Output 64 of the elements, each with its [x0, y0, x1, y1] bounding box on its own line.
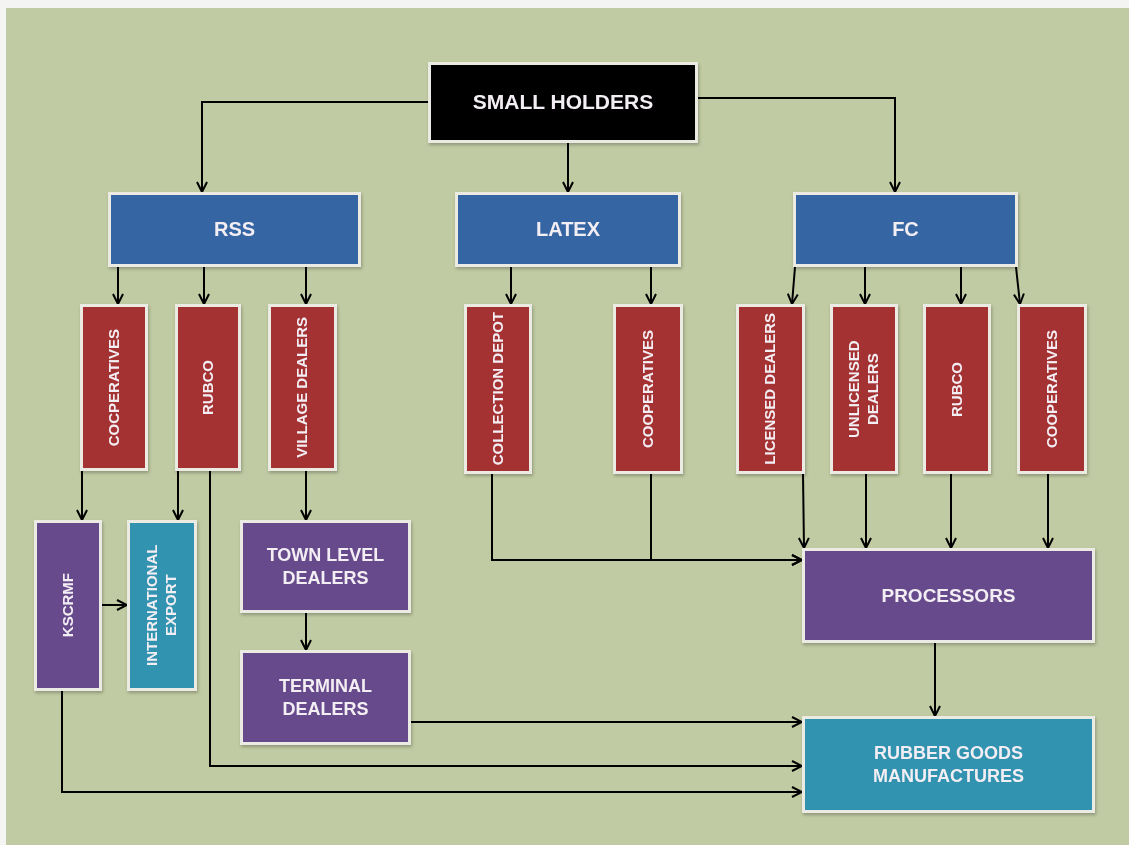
box-label: COOPERATIVES — [638, 329, 657, 449]
box-label: UNLICENSED DEALERS — [845, 339, 882, 440]
arrow — [1012, 266, 1025, 305]
process-box — [736, 304, 805, 474]
arrow — [786, 266, 799, 305]
arrow — [645, 266, 657, 305]
box-label: LATEX — [535, 217, 601, 242]
arrow — [505, 266, 517, 305]
box-label: RUBCO — [947, 361, 966, 417]
arrow — [300, 612, 312, 651]
process-box — [80, 304, 148, 471]
box-label: INTERNATIONAL EXPORT — [143, 543, 180, 669]
process-box — [240, 520, 411, 613]
arrow — [797, 473, 810, 549]
arrow — [650, 473, 803, 566]
arrow — [697, 97, 901, 193]
arrow — [955, 266, 967, 305]
arrow — [860, 473, 872, 549]
box-label: VILLAGE DEALERS — [293, 317, 312, 458]
arrow — [300, 470, 312, 521]
box-label: RUBCO — [198, 360, 217, 415]
box-label: FC — [892, 217, 919, 242]
arrow — [198, 266, 210, 305]
process-box — [464, 304, 532, 474]
box-label: TERMINAL DEALERS — [278, 675, 373, 720]
process-box — [175, 304, 241, 471]
arrow — [196, 101, 429, 193]
arrow — [410, 716, 803, 728]
arrow — [101, 599, 128, 611]
box-label: PROCESSORS — [881, 583, 1016, 608]
arrow — [859, 266, 871, 305]
box-label: COLLECTION DEPOT — [488, 312, 507, 466]
process-box — [1017, 304, 1087, 474]
arrow — [1042, 473, 1054, 549]
arrow — [300, 266, 312, 305]
arrow — [112, 266, 124, 305]
process-box — [34, 520, 102, 691]
process-box — [830, 304, 898, 474]
process-box — [613, 304, 683, 474]
process-box — [802, 716, 1095, 813]
arrow — [562, 142, 574, 193]
box-label: RUBBER GOODS MANUFACTURES — [872, 742, 1025, 787]
box-label: LICENSED DEALERS — [761, 313, 780, 465]
box-label: TOWN LEVEL DEALERS — [265, 544, 386, 589]
box-label: KSCRMF — [58, 573, 77, 638]
process-box — [923, 304, 991, 474]
arrow — [929, 642, 941, 717]
process-box — [268, 304, 337, 471]
process-box — [793, 192, 1018, 267]
arrow — [61, 690, 803, 798]
box-label: COCPERATIVES — [104, 328, 123, 447]
process-box — [802, 548, 1095, 643]
arrow — [172, 470, 184, 521]
process-box — [240, 650, 411, 745]
box-label: SMALL HOLDERS — [472, 89, 654, 116]
arrow — [209, 470, 803, 772]
process-box — [108, 192, 361, 267]
process-box — [428, 62, 698, 143]
arrow — [76, 470, 88, 521]
process-box — [127, 520, 197, 691]
box-label: COOPERATIVES — [1042, 329, 1061, 449]
box-label: RSS — [213, 217, 256, 242]
process-box — [455, 192, 681, 267]
arrow — [945, 473, 957, 549]
